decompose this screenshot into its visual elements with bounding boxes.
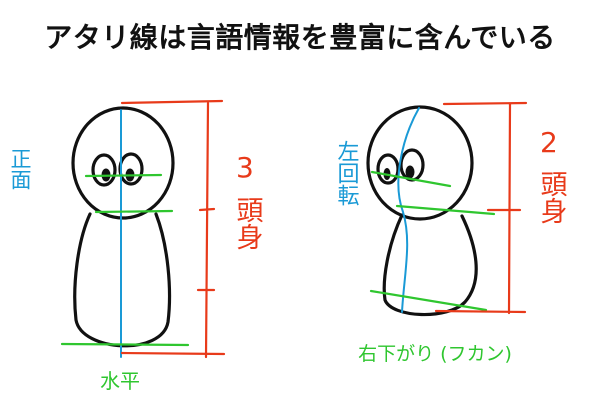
left-height-unit: 頭身 bbox=[232, 196, 263, 250]
left-eye-guide bbox=[84, 173, 163, 178]
right-eye-guide bbox=[370, 170, 452, 188]
right-baseline-guide bbox=[369, 289, 488, 312]
right-head bbox=[366, 105, 474, 221]
right-eyes bbox=[376, 148, 425, 185]
left-neck-guide bbox=[94, 209, 174, 214]
left-height-number: 3 bbox=[236, 151, 254, 184]
left-eyes bbox=[91, 152, 144, 187]
left-figure: 正面 3 頭身 水平 bbox=[8, 99, 263, 393]
left-baseline-label: 水平 bbox=[100, 369, 140, 393]
left-baseline-guide bbox=[60, 342, 190, 347]
right-figure: 左回転 2 頭身 右下がり (フカン) bbox=[334, 101, 567, 365]
right-height-unit: 頭身 bbox=[536, 170, 567, 224]
right-center-line bbox=[397, 107, 420, 313]
right-height-number: 2 bbox=[540, 126, 558, 159]
right-view-label: 左回転 bbox=[334, 140, 360, 206]
right-baseline-label: 右下がり (フカン) bbox=[358, 343, 512, 365]
right-body bbox=[382, 213, 478, 317]
left-body bbox=[73, 212, 172, 348]
page-title: アタリ線は言語情報を豊富に含んでいる bbox=[44, 21, 556, 54]
left-view-label: 正面 bbox=[8, 148, 32, 190]
right-neck-guide bbox=[395, 204, 496, 216]
left-head bbox=[71, 106, 175, 220]
left-height-ruler bbox=[120, 99, 226, 359]
right-height-ruler bbox=[434, 101, 528, 315]
